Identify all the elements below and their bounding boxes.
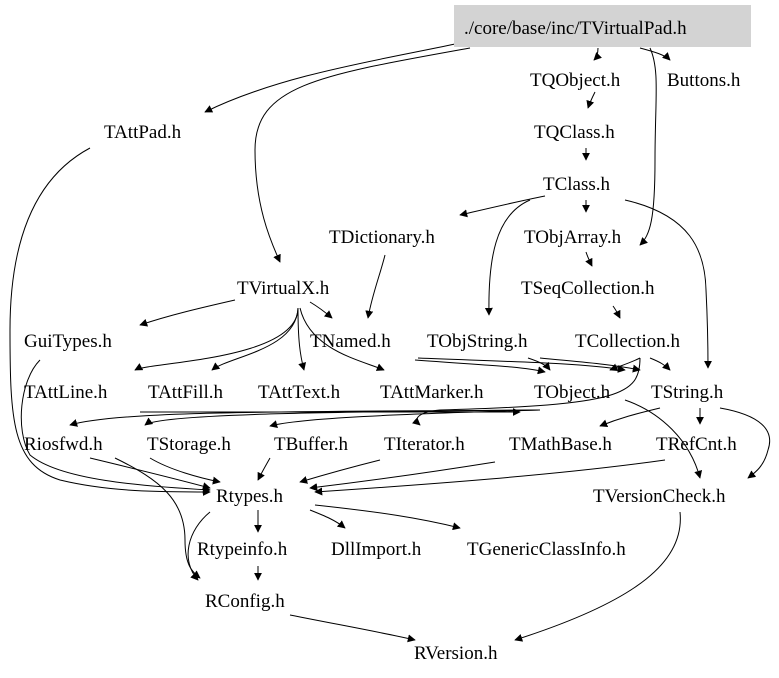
edge-tobjarray-tseqcollection [585, 251, 593, 267]
node-trefcnt[interactable]: TRefCnt.h [656, 434, 737, 455]
node-tstorage[interactable]: TStorage.h [147, 434, 231, 455]
node-rversion[interactable]: RVersion.h [414, 643, 498, 664]
edge-rtypes-dllimport [309, 509, 346, 529]
node-guitypes[interactable]: GuiTypes.h [24, 331, 112, 352]
node-rconfig[interactable]: RConfig.h [205, 591, 285, 612]
edge-root-tattpad [204, 43, 456, 113]
edge-tclass-tstring [624, 199, 712, 369]
node-tattline[interactable]: TAttLine.h [24, 382, 108, 403]
node-tseqcollection[interactable]: TSeqCollection.h [521, 278, 655, 299]
edges [9, 43, 771, 643]
edge-rtypes-tgenericclassinfo [314, 504, 461, 531]
node-tbuffer[interactable]: TBuffer.h [274, 434, 349, 455]
node-buttons[interactable]: Buttons.h [667, 70, 741, 91]
edge-tcollection-tobject [609, 357, 641, 372]
node-dllimport[interactable]: DllImport.h [331, 539, 422, 560]
edge-tnamed-tobject [414, 359, 546, 375]
edge-tvirtualx-tattfill [211, 307, 299, 371]
node-rtypeinfo[interactable]: Rtypeinfo.h [197, 539, 288, 560]
edge-tvirtualx-tattline [134, 307, 299, 371]
node-tqclass[interactable]: TQClass.h [534, 122, 615, 143]
edge-root-tstring [639, 47, 657, 246]
edge-tstring-tversioncheck [719, 407, 771, 479]
edge-tvirtualx-tattmarker [299, 307, 385, 371]
node-tvirtualx[interactable]: TVirtualX.h [237, 278, 330, 299]
edge-tobjstring-tstring [539, 357, 641, 373]
edge-tstorage-rtypes [149, 457, 221, 485]
edge-tobject-tversioncheck [624, 399, 703, 479]
node-tatttext[interactable]: TAttText.h [258, 382, 341, 403]
node-rtypes[interactable]: Rtypes.h [216, 486, 284, 507]
node-tattmarker[interactable]: TAttMarker.h [380, 382, 484, 403]
node-tmathbase[interactable]: TMathBase.h [509, 434, 612, 455]
edge-tdictionary-tnamed [365, 254, 386, 319]
node-tcollection[interactable]: TCollection.h [575, 331, 681, 352]
edge-tmathbase-rtypes [309, 461, 496, 492]
edge-tversioncheck-rversion [514, 511, 681, 642]
edge-rconfig-rversion [289, 614, 416, 643]
node-tobject[interactable]: TObject.h [534, 382, 611, 403]
edge-tattpad-rtypes [9, 147, 211, 496]
edge-tbuffer-rtypes [257, 457, 271, 481]
edge-root-tqobject [593, 47, 602, 61]
node-tclass[interactable]: TClass.h [543, 174, 611, 195]
edge-trefcnt-rtypes [314, 459, 666, 496]
edge-tvirtualx-tatttext [297, 307, 307, 371]
edge-tvirtualx-guitypes [139, 299, 236, 327]
edge-tseqcollection-tcollection [612, 305, 621, 319]
edge-tstring-tmathbase [599, 407, 661, 428]
edge-titerator-rtypes [299, 459, 381, 484]
edge-tqobject-tqclass [586, 91, 596, 109]
edge-tobject-tstorage [144, 409, 541, 426]
edge-root-tvirtualx [254, 47, 471, 263]
edge-tobjstring-tobject [527, 357, 551, 371]
node-tstring[interactable]: TString.h [651, 382, 724, 403]
edge-root-buttons [639, 47, 671, 61]
edge-rtypes-rconfig [187, 511, 211, 581]
edge-riosfwd-rtypes [89, 457, 211, 491]
node-riosfwd[interactable]: Riosfwd.h [24, 434, 103, 455]
edge-guitypes-rtypes [20, 359, 211, 494]
node-root[interactable]: ./core/base/inc/TVirtualPad.h [464, 18, 687, 39]
edge-tcollection-titerator [411, 357, 641, 426]
node-titerator[interactable]: TIterator.h [384, 434, 465, 455]
node-tgenericclassinfo[interactable]: TGenericClassInfo.h [467, 539, 626, 560]
node-tdictionary[interactable]: TDictionary.h [329, 227, 435, 248]
node-tqobject[interactable]: TQObject.h [530, 70, 621, 91]
node-tobjstring[interactable]: TObjString.h [427, 331, 528, 352]
node-tnamed[interactable]: TNamed.h [310, 331, 391, 352]
node-tattfill[interactable]: TAttFill.h [148, 382, 224, 403]
node-tversioncheck[interactable]: TVersionCheck.h [593, 486, 726, 507]
edge-tcollection-tstring [649, 357, 671, 371]
nodes: ./core/base/inc/TVirtualPad.h TQObject.h… [24, 18, 741, 664]
edge-tvirtualx-tnamed [309, 301, 333, 319]
edge-tclass-tdictionary [459, 195, 546, 218]
edge-riosfwd-rconfig [114, 457, 201, 579]
node-tattpad[interactable]: TAttPad.h [104, 122, 182, 143]
node-tobjarray[interactable]: TObjArray.h [524, 227, 622, 248]
root-node-box [454, 5, 751, 47]
edge-tclass-tobjstring [484, 199, 531, 316]
